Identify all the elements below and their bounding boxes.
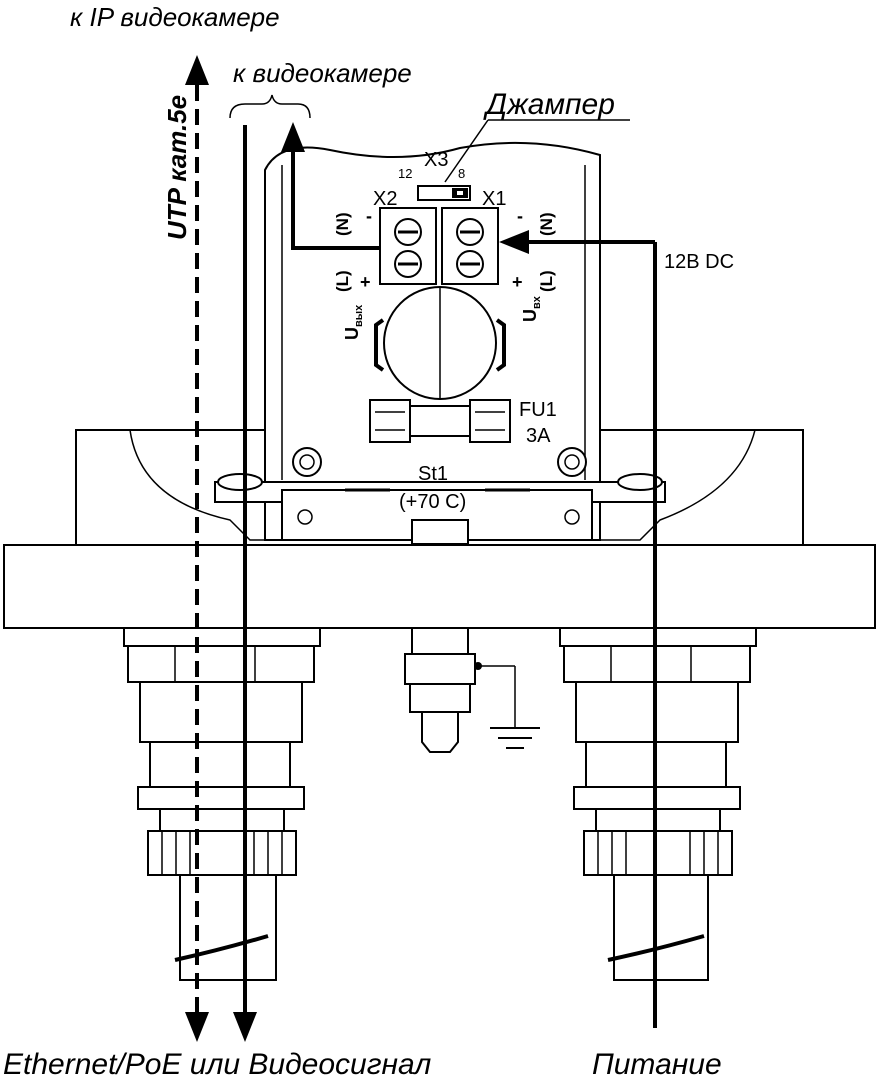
- label-x1: X1: [482, 188, 506, 210]
- label-to-camera: к видеокамере: [233, 58, 412, 88]
- label-plus-left: +: [360, 272, 371, 292]
- cable-gland-right: [559, 627, 757, 981]
- jumper-x3: [417, 119, 630, 201]
- label-jumper: Джампер: [483, 88, 615, 121]
- label-n-left: (N): [333, 212, 352, 236]
- output-wire: [281, 122, 380, 250]
- base-plate: [3, 544, 876, 629]
- label-thermostat: St1: [418, 463, 448, 485]
- cable-gland-left: [123, 627, 321, 981]
- label-x3: X3: [424, 149, 448, 171]
- terminal-x2: [379, 207, 437, 285]
- label-utp: UTP кат.5е: [162, 95, 192, 240]
- label-x3-pin8: 8: [458, 166, 465, 181]
- video-cable: [233, 125, 257, 1042]
- label-minus-left: -: [366, 206, 372, 226]
- label-l-right: (L): [537, 270, 556, 292]
- capacitor: [374, 286, 506, 400]
- label-fuse: FU1: [519, 399, 557, 421]
- label-plus-right: +: [512, 272, 523, 292]
- label-n-right: (N): [537, 212, 556, 236]
- label-to-ip-camera: к IP видеокамере: [70, 2, 280, 32]
- label-x2: X2: [373, 188, 397, 210]
- label-fuse-rating: 3А: [526, 425, 551, 447]
- terminal-x1: [441, 207, 499, 285]
- label-ethernet: Ethernet/PoE или Видеосигнал: [3, 1048, 431, 1080]
- label-x3-pin12: 12: [398, 166, 412, 181]
- label-dc: 12В DC: [664, 251, 734, 273]
- utp-cable: [185, 55, 209, 1042]
- fuse: [369, 399, 511, 443]
- video-cable-brace: [229, 94, 311, 119]
- label-power: Питание: [592, 1048, 722, 1080]
- label-minus-right: -: [517, 206, 523, 226]
- label-u-out: Uвых: [342, 304, 365, 340]
- ground-bolt: [404, 627, 515, 753]
- label-thermostat-temp: (+70 С): [399, 491, 466, 513]
- label-u-in: Uвх: [520, 295, 543, 322]
- ground-icon: [490, 666, 540, 749]
- label-l-left: (L): [333, 270, 352, 292]
- power-wire: [499, 230, 657, 1028]
